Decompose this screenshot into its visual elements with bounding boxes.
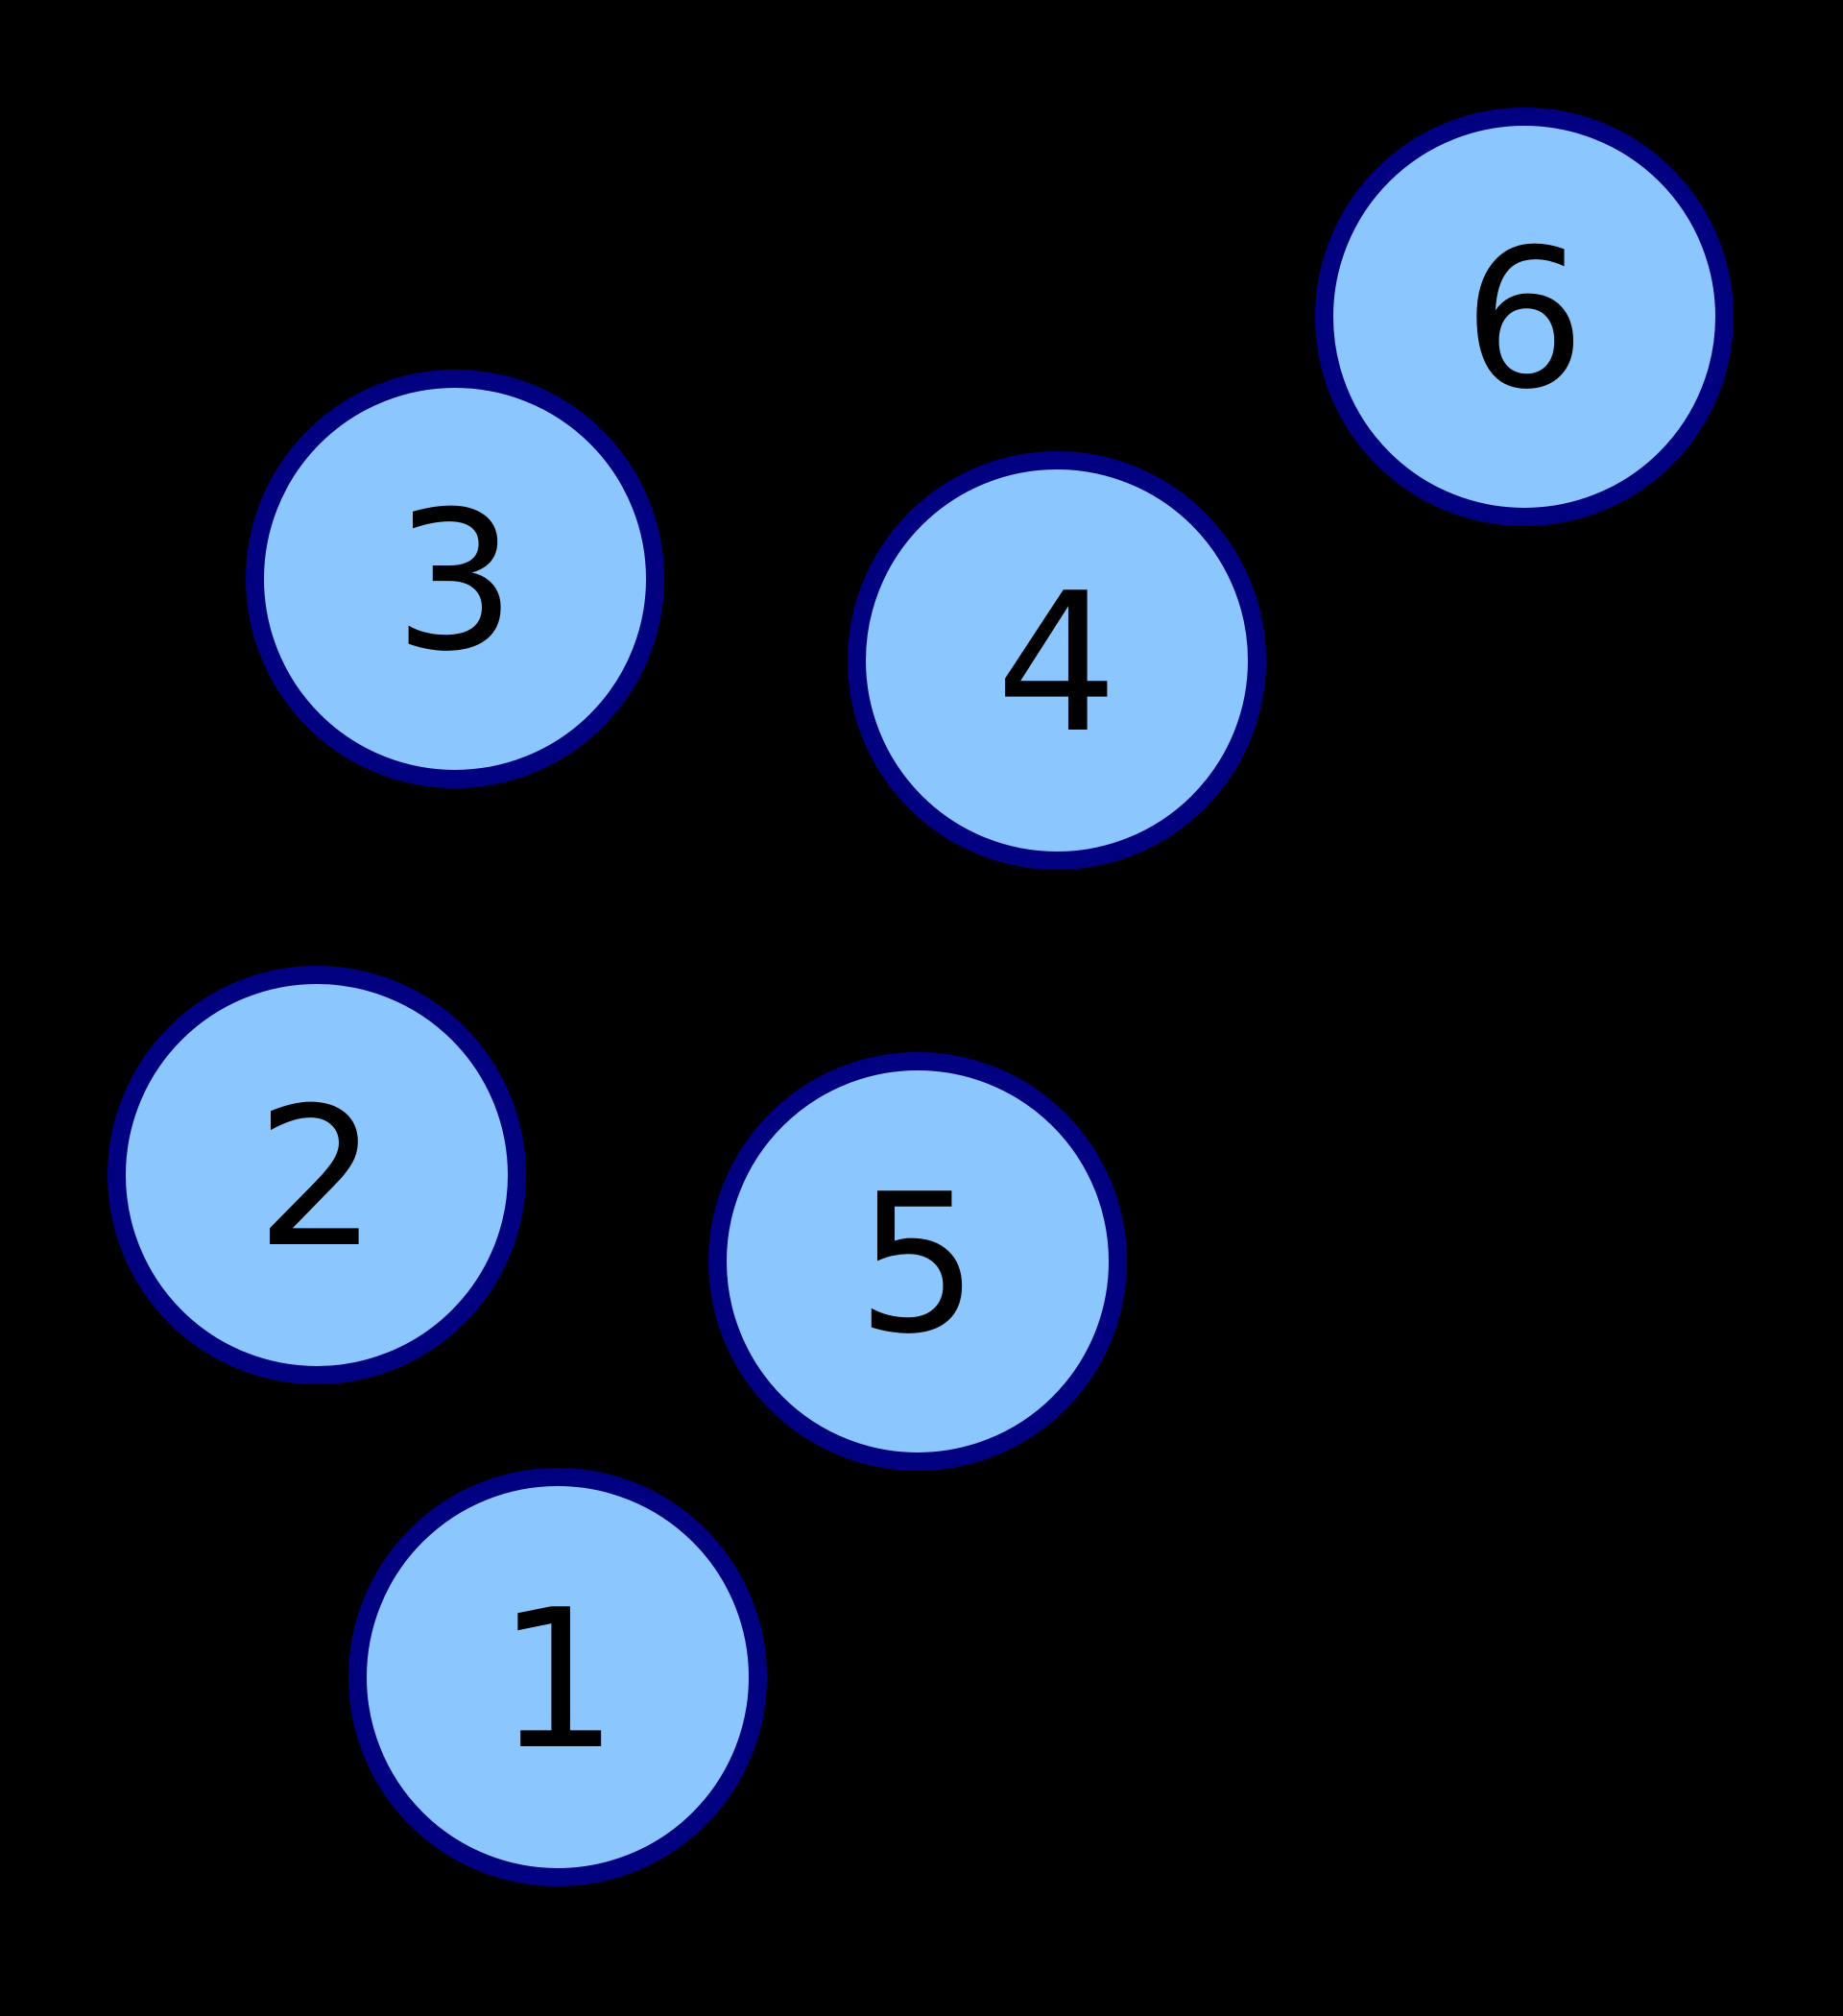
graph-node-6 — [1315, 108, 1734, 526]
graph-node-4 — [848, 451, 1266, 870]
graph-node-2 — [108, 966, 526, 1384]
graph-node-5 — [708, 1052, 1127, 1471]
graph-node-1 — [348, 1468, 767, 1886]
graph-node-3 — [246, 370, 664, 788]
